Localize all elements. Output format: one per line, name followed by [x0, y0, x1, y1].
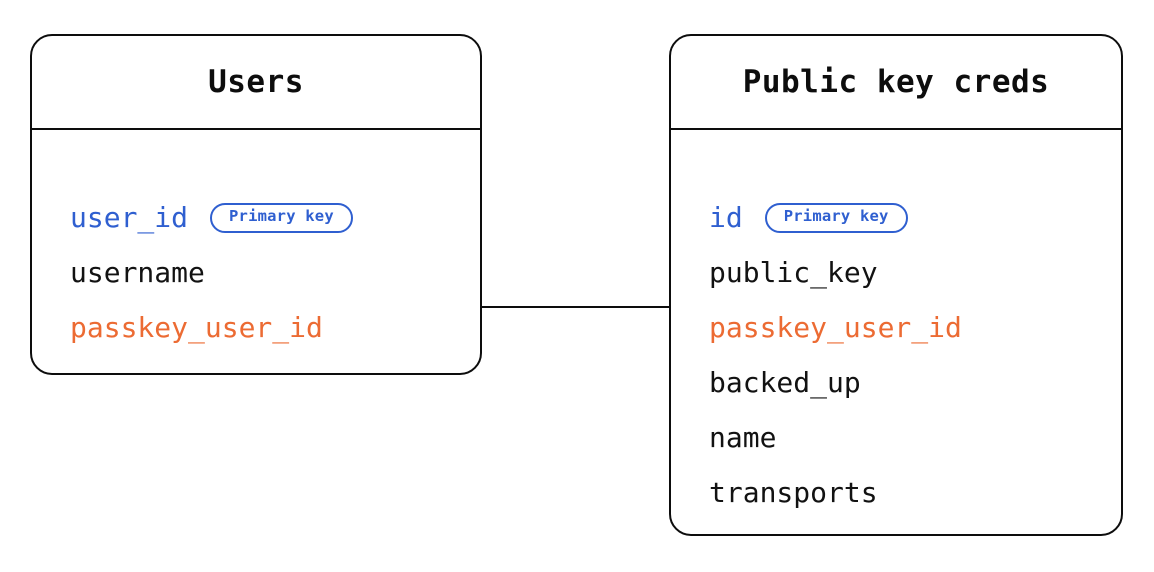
field-name-id: id [709, 200, 743, 234]
field-row-public-key[interactable]: public_key [709, 245, 1121, 300]
field-name-username: username [70, 255, 205, 289]
field-name-passkey-user-id: passkey_user_id [709, 310, 962, 344]
primary-key-badge-id: Primary key [764, 202, 908, 233]
field-name-passkey-user-id: passkey_user_id [70, 310, 323, 344]
primary-key-badge-label: Primary key [229, 207, 334, 226]
field-name-name: name [709, 420, 777, 454]
field-row-name[interactable]: name [709, 410, 1121, 465]
entity-title-users: Users [208, 64, 304, 100]
field-row-user-id[interactable]: user_id Primary key [70, 190, 480, 245]
entity-box-public-key-creds[interactable]: Public key creds id Primary key public_k… [669, 34, 1123, 536]
entity-box-users[interactable]: Users user_id Primary key username passk… [30, 34, 482, 375]
field-row-transports[interactable]: transports [709, 465, 1121, 520]
relationship-connector-line[interactable] [481, 306, 670, 308]
primary-key-badge-user-id: Primary key [210, 202, 353, 233]
entity-field-list-users: user_id Primary key username passkey_use… [32, 130, 480, 355]
entity-field-list-public-key-creds: id Primary key public_key passkey_user_i… [671, 130, 1121, 520]
field-row-backed-up[interactable]: backed_up [709, 355, 1121, 410]
field-name-backed-up: backed_up [709, 365, 861, 399]
field-name-public-key: public_key [709, 255, 878, 289]
entity-header-public-key-creds: Public key creds [671, 36, 1121, 130]
field-row-id[interactable]: id Primary key [709, 190, 1121, 245]
entity-title-public-key-creds: Public key creds [742, 64, 1050, 100]
field-row-username[interactable]: username [70, 245, 480, 300]
entity-header-users: Users [32, 36, 480, 130]
field-name-transports: transports [709, 475, 878, 509]
field-row-passkey-user-id[interactable]: passkey_user_id [709, 300, 1121, 355]
primary-key-badge-label: Primary key [783, 207, 889, 226]
field-name-user-id: user_id [70, 200, 189, 234]
field-row-passkey-user-id[interactable]: passkey_user_id [70, 300, 480, 355]
